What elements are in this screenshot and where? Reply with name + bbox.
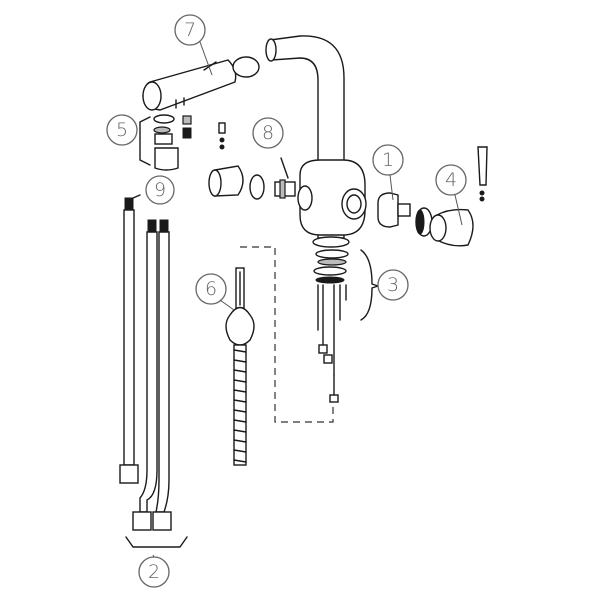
- pull-out-hose-part-6: [225, 267, 255, 466]
- aerator-parts-part-5: [139, 114, 226, 171]
- leader-lines: [152, 41, 463, 558]
- callout-9: 9: [145, 175, 175, 205]
- supply-hoses-part-2-9: [119, 194, 188, 548]
- callout-7: 7: [174, 14, 206, 46]
- callout-5: 5: [106, 114, 138, 146]
- svg-text:3: 3: [387, 274, 399, 296]
- svg-text:4: 4: [445, 169, 457, 191]
- callout-3: 3: [377, 269, 409, 301]
- handle-part-1-4: [377, 146, 488, 247]
- faucet-body: [265, 35, 367, 248]
- callout-8: 8: [252, 117, 284, 149]
- svg-text:5: 5: [116, 119, 128, 141]
- callout-2: 2: [138, 556, 170, 588]
- svg-text:1: 1: [382, 149, 394, 171]
- callout-6: 6: [195, 273, 227, 305]
- callout-4: 4: [435, 164, 467, 196]
- dashed-guide: [240, 246, 334, 423]
- svg-text:6: 6: [205, 278, 217, 300]
- spout-head-part-7: [142, 56, 260, 111]
- callout-1: 1: [372, 144, 404, 176]
- svg-text:2: 2: [148, 561, 160, 583]
- svg-text:9: 9: [154, 179, 166, 201]
- svg-text:7: 7: [184, 19, 196, 41]
- svg-text:8: 8: [262, 122, 274, 144]
- cartridge-part-8: [208, 157, 296, 200]
- mounting-kit-part-3: [313, 249, 379, 403]
